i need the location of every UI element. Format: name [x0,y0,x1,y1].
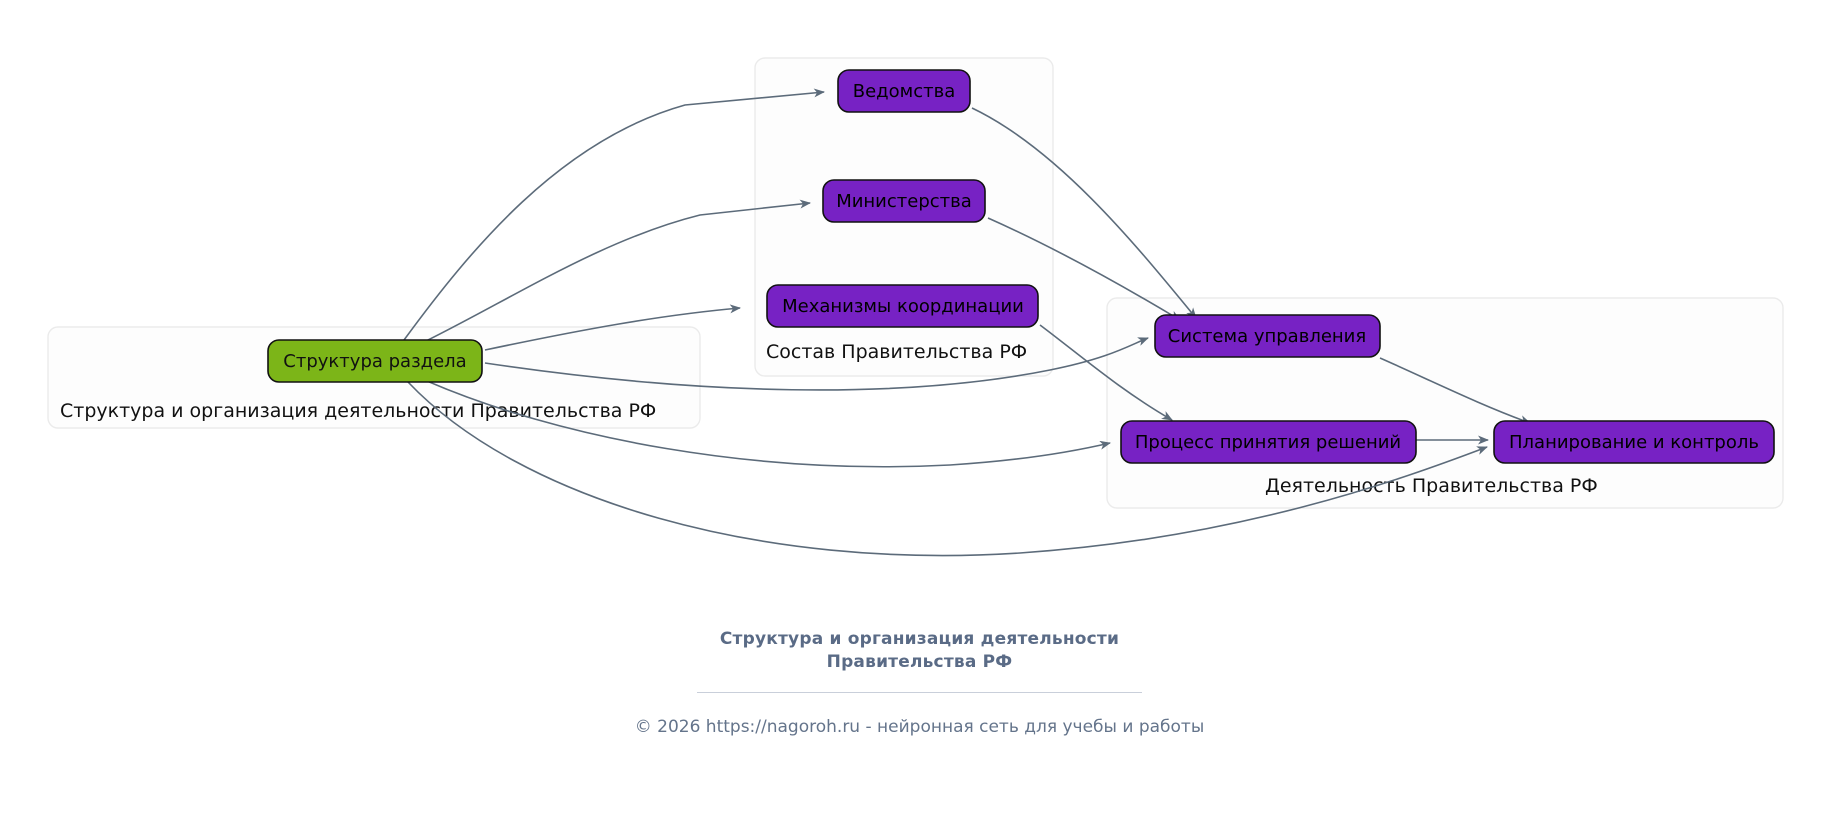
node-ministerstva[interactable]: Министерства [822,179,986,223]
node-ministerstva-label: Министерства [836,191,972,212]
edge-ministerstva-sistema [987,217,1181,321]
node-planirovanie-label: Планирование и контроль [1509,432,1759,453]
edge-root-ministerstva [419,199,811,345]
edge-root-planirovanie [407,381,1488,557]
footer: Структура и организация деятельности Пра… [0,628,1839,737]
footer-title: Структура и организация деятельности Пра… [705,628,1135,674]
cluster-root-label: Структура и организация деятельности Пра… [60,400,656,422]
node-root-label: Структура раздела [283,351,466,372]
node-sistema[interactable]: Система управления [1154,314,1381,358]
node-sistema-label: Система управления [1168,326,1366,347]
node-vedomstva-label: Ведомства [853,81,955,102]
node-root-shape[interactable] [267,339,483,383]
node-sistema-shape[interactable] [1154,314,1381,358]
node-vedomstva-shape[interactable] [837,69,971,113]
node-planirovanie[interactable]: Планирование и контроль [1493,420,1775,464]
edge-root-vedomstva [403,88,825,341]
footer-divider [697,691,1142,693]
footer-title-line2: Правительства РФ [826,651,1013,672]
edge-root-mehanizmy [484,304,741,351]
edge-root-process [419,377,1111,468]
cluster-deyatelnost-label: Деятельность Правительства РФ [1265,475,1598,497]
node-process[interactable]: Процесс принятия решений [1120,420,1417,464]
node-process-shape[interactable] [1120,420,1417,464]
footer-title-line1: Структура и организация деятельности [719,629,1120,649]
cluster-sostav-label: Состав Правительства РФ [766,341,1027,363]
node-mehanizmy-label: Механизмы координации [782,296,1024,317]
edge-root-sistema [484,337,1149,391]
edge-sistema-planirovanie [1379,357,1531,424]
node-vedomstva[interactable]: Ведомства [837,69,971,113]
footer-copyright: © 2026 https://nagoroh.ru - нейронная се… [634,716,1205,737]
edge-vedomstva-sistema [971,107,1197,319]
node-planirovanie-shape[interactable] [1493,420,1775,464]
node-root[interactable]: Структура раздела [267,339,483,383]
node-mehanizmy-shape[interactable] [766,284,1039,328]
node-ministerstva-shape[interactable] [822,179,986,223]
edge-mehanizmy-process [1039,324,1173,421]
node-mehanizmy[interactable]: Механизмы координации [766,284,1039,328]
node-process-label: Процесс принятия решений [1135,432,1401,453]
